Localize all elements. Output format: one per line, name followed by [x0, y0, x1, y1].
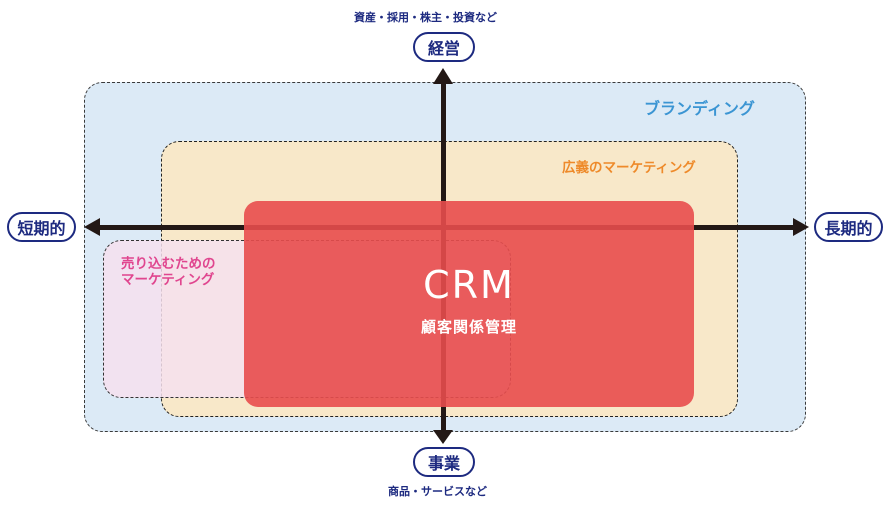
broad-marketing-label: 広義のマーケティング — [562, 160, 696, 176]
crm-subtitle: 顧客関係管理 — [420, 318, 517, 336]
arrow-up-icon — [433, 68, 453, 84]
sales-marketing-label-line1: 売り込むための — [121, 256, 216, 272]
business-caption: 商品・サービスなど — [388, 485, 487, 498]
management-pill: 経営 — [413, 32, 475, 62]
branding-label: ブランディング — [644, 99, 755, 118]
arrow-down-icon — [433, 430, 453, 444]
arrow-left-icon — [84, 218, 100, 236]
management-caption: 資産・採用・株主・投資など — [354, 11, 497, 24]
short-term-pill: 短期的 — [7, 212, 76, 242]
arrow-right-icon — [793, 218, 809, 236]
sales-marketing-label: 売り込むための マーケティング — [121, 256, 216, 288]
crm-title: CRM — [423, 263, 515, 307]
long-term-pill: 長期的 — [814, 212, 883, 242]
sales-marketing-label-line2: マーケティング — [121, 272, 215, 288]
business-pill: 事業 — [413, 447, 475, 477]
crm-region: CRM 顧客関係管理 — [244, 201, 694, 407]
